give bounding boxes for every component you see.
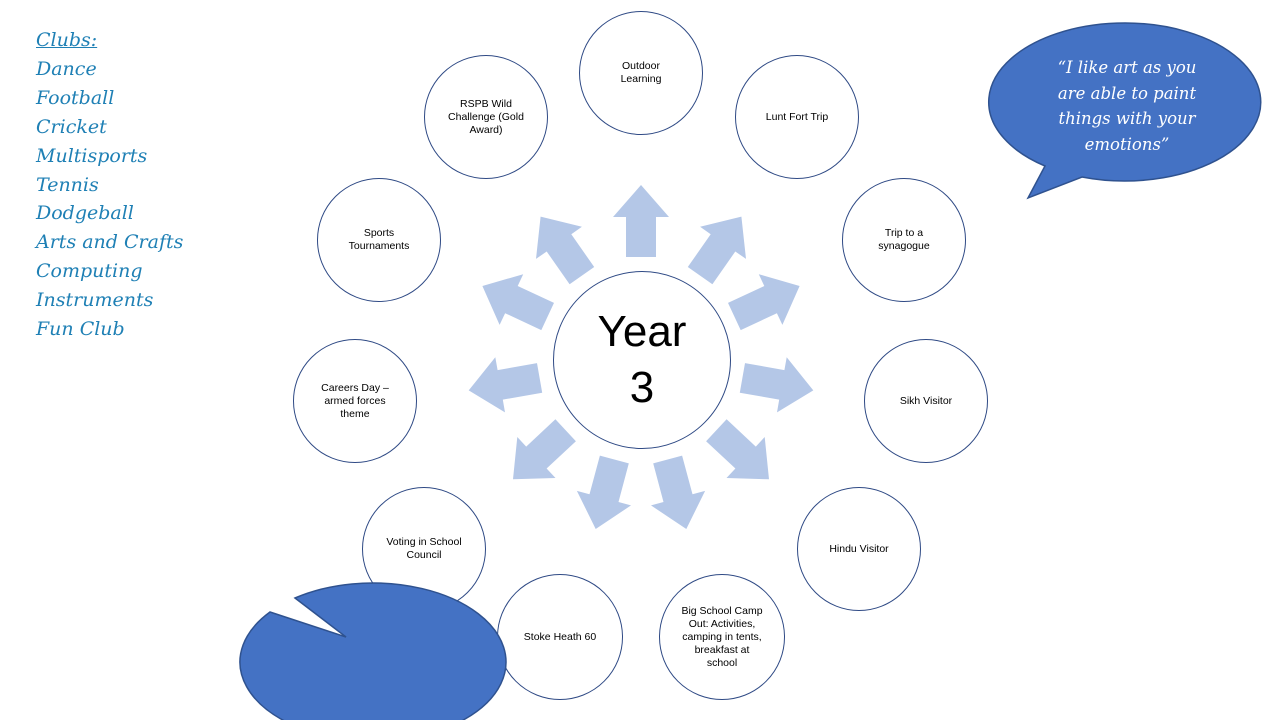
clubs-list: Clubs: Dance Football Cricket Multisport… bbox=[36, 26, 183, 344]
node-label: Sports Tournaments bbox=[348, 227, 410, 252]
arrow-down-right bbox=[651, 455, 706, 529]
quote-top-right: “I like art as you are able to paint thi… bbox=[1057, 58, 1197, 154]
club-item: Arts and Crafts bbox=[36, 231, 184, 254]
node-trip-to-synagogue: Trip to a synagogue bbox=[842, 178, 966, 302]
node-label: Hindu Visitor bbox=[829, 542, 889, 555]
node-sports-tournaments: Sports Tournaments bbox=[317, 178, 441, 302]
arrow-upper-right bbox=[728, 274, 800, 331]
node-label: Lunt Fort Trip bbox=[765, 110, 829, 123]
node-label: Stoke Heath 60 bbox=[523, 630, 597, 643]
club-item: Cricket bbox=[36, 115, 107, 138]
club-item: Multisports bbox=[36, 144, 148, 167]
node-careers-day: Careers Day – armed forces theme bbox=[293, 339, 417, 463]
arrow-lower-right bbox=[706, 419, 769, 480]
arrow-down-left bbox=[576, 455, 631, 529]
node-lunt-fort-trip: Lunt Fort Trip bbox=[735, 55, 859, 179]
arrow-lower-left bbox=[513, 419, 576, 480]
node-label: Voting in School Council bbox=[386, 536, 462, 561]
center-circle: Year 3 bbox=[553, 271, 731, 449]
node-rspb-wild-challenge: RSPB Wild Challenge (Gold Award) bbox=[424, 55, 548, 179]
node-big-school-camp-out: Big School Camp Out: Activities, camping… bbox=[659, 574, 785, 700]
node-hindu-visitor: Hindu Visitor bbox=[797, 487, 921, 611]
club-item: Dance bbox=[36, 57, 97, 80]
node-outdoor-learning: Outdoor Learning bbox=[579, 11, 703, 135]
arrow-up bbox=[613, 185, 669, 257]
node-label: Careers Day – armed forces theme bbox=[321, 381, 389, 420]
node-label: Outdoor Learning bbox=[620, 60, 662, 85]
arrow-up-right bbox=[687, 216, 746, 285]
node-label: RSPB Wild Challenge (Gold Award) bbox=[448, 97, 524, 136]
clubs-heading: Clubs: bbox=[36, 29, 98, 51]
arrow-upper-left bbox=[482, 274, 554, 331]
arrow-right bbox=[739, 357, 814, 413]
quote-bottom-left: It’s good because you get to celebrate e… bbox=[65, 535, 241, 605]
arrow-up-left bbox=[536, 216, 595, 285]
club-item: Fun Club bbox=[36, 318, 125, 341]
club-item: Dodgeball bbox=[36, 202, 134, 225]
speech-bubble-top-right bbox=[988, 22, 1262, 200]
node-label: Big School Camp Out: Activities, camping… bbox=[681, 604, 763, 669]
arrow-left bbox=[468, 357, 543, 413]
node-label: Trip to a synagogue bbox=[878, 227, 930, 252]
club-item: Football bbox=[36, 86, 115, 109]
club-item: Computing bbox=[36, 260, 143, 283]
node-stoke-heath-60: Stoke Heath 60 bbox=[497, 574, 623, 700]
node-sikh-visitor: Sikh Visitor bbox=[864, 339, 988, 463]
node-label: Sikh Visitor bbox=[899, 394, 953, 407]
speech-bubble-bottom-left bbox=[239, 582, 507, 720]
club-item: Tennis bbox=[36, 173, 99, 196]
club-item: Instruments bbox=[36, 289, 154, 312]
